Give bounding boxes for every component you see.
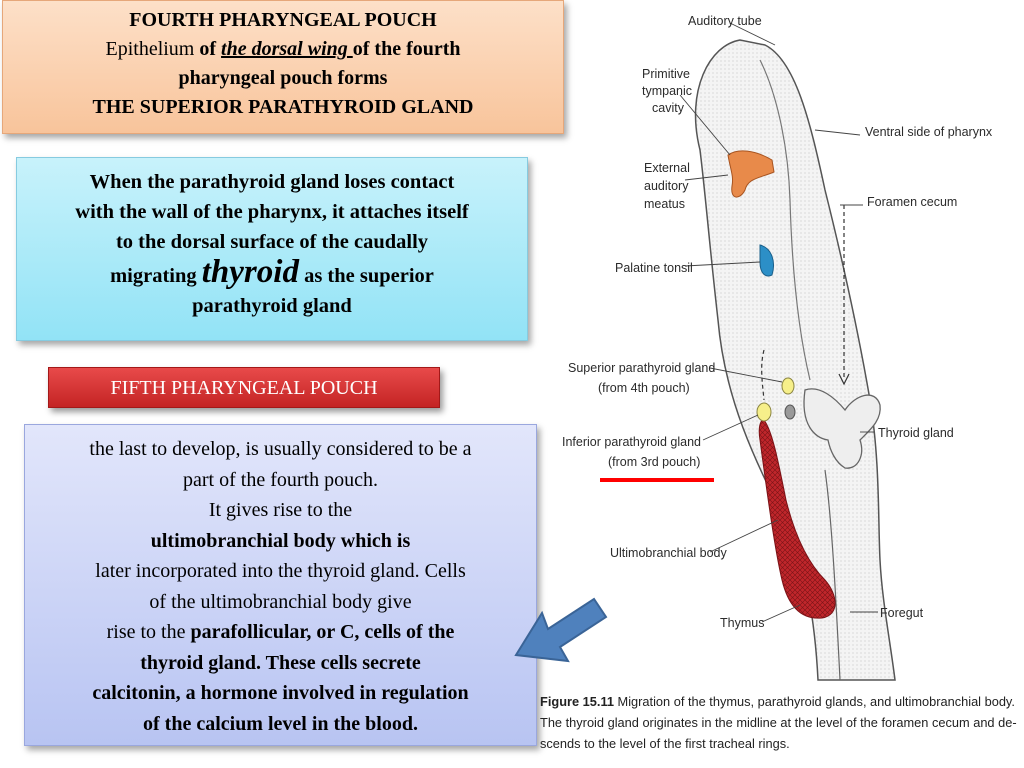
label-palatine-tonsil: Palatine tonsil [615,261,693,275]
contact-line1: When the parathyroid gland loses contact [89,171,455,193]
embryology-figure: Auditory tube Primitive tympanic cavity … [540,14,1017,751]
figure-caption-line2: The thyroid gland originates in the midl… [540,715,1017,730]
fourth-pouch-line2: Epithelium of the dorsal wing of the fou… [105,38,461,60]
palatine-tonsil [759,244,774,277]
contact-line5: parathyroid gland [192,295,352,317]
label-inferior-1: Inferior parathyroid gland [562,435,701,449]
ultimobranchial-box: the last to develop, is usually consider… [24,424,537,746]
label-thymus: Thymus [720,616,764,630]
ultimo-line1: the last to develop, is usually consider… [89,438,472,460]
label-inferior-2: (from 3rd pouch) [608,455,700,469]
pharynx-outline [694,39,896,681]
figure-caption-line1: Figure 15.11 Migration of the thymus, pa… [540,694,1015,709]
fourth-pouch-line4: THE SUPERIOR PARATHYROID GLAND [92,96,474,118]
ultimo-line5: later incorporated into the thyroid glan… [95,560,466,582]
inferior-parathyroid [756,402,772,422]
ultimo-line4: ultimobranchial body which is [150,529,411,552]
label-thyroid-gland: Thyroid gland [878,426,954,440]
thyroid-emphasis: thyroid [201,254,299,290]
contact-line4: migrating thyroid as the superior [110,254,434,290]
label-foregut: Foregut [880,606,924,620]
left-arrow-icon [514,597,608,663]
fifth-pouch-label: FIFTH PHARYNGEAL POUCH [48,367,440,408]
label-primitive-1: Primitive [642,67,690,81]
label-primitive-3: cavity [652,101,685,115]
ultimo-line2: part of the fourth pouch. [183,468,378,491]
tympanic-cavity [727,150,775,198]
figure-caption-line3: scends to the level of the first trachea… [540,736,790,751]
fourth-pouch-line3: pharyngeal pouch forms [178,67,388,89]
ultimo-line8: thyroid gland. These cells secrete [140,651,421,674]
superior-parathyroid [781,377,795,395]
label-superior-1: Superior parathyroid gland [568,361,715,375]
ultimo-line10: of the calcium level in the blood. [143,712,418,735]
label-ventral-side: Ventral side of pharynx [865,125,993,139]
label-ultimobranchial: Ultimobranchial body [610,546,727,560]
contact-line2: with the wall of the pharynx, it attache… [75,201,469,223]
ultimobranchial-shape [784,404,796,420]
parathyroid-contact-box: When the parathyroid gland loses contact… [16,157,528,341]
fourth-pouch-title: FOURTH PHARYNGEAL POUCH [129,9,437,31]
label-external-1: External [644,161,690,175]
contact-line3: to the dorsal surface of the caudally [115,231,429,253]
ultimo-line3: It gives rise to the [208,499,353,521]
fourth-pouch-box: FOURTH PHARYNGEAL POUCH Epithelium of th… [2,0,564,134]
label-primitive-2: tympanic [642,84,692,98]
red-underline [600,478,714,482]
label-external-2: auditory [644,179,689,193]
ultimo-line6: of the ultimobranchial body give [149,590,412,613]
label-superior-2: (from 4th pouch) [598,381,690,395]
label-auditory-tube: Auditory tube [688,14,762,28]
ultimo-line7: rise to the parafollicular, or C, cells … [106,621,455,643]
label-external-3: meatus [644,197,685,211]
label-foramen-cecum: Foramen cecum [867,195,957,209]
thyroid-gland-shape [803,388,881,469]
ultimo-line9: calcitonin, a hormone involved in regula… [92,682,469,704]
thymus-shape [758,419,836,619]
